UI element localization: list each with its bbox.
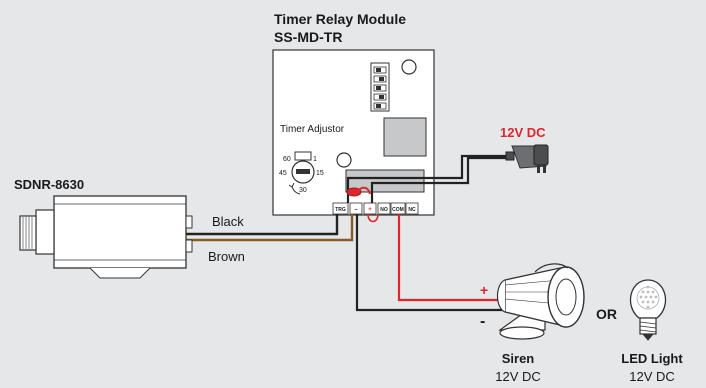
terminal-nc: NC (408, 207, 416, 213)
siren-voltage: 12V DC (495, 369, 541, 384)
black-wire-label: Black (212, 214, 244, 229)
power-label: 12V DC (500, 125, 546, 140)
dial-mark-60: 60 (283, 156, 291, 163)
terminal-trg: TRG (335, 207, 346, 213)
power-wire-negative (346, 154, 506, 203)
led-voltage: 12V DC (629, 369, 675, 384)
timer-adjustor-label: Timer Adjustor (280, 124, 345, 135)
jumper-wire (355, 186, 371, 195)
siren-negative-wire (355, 214, 503, 312)
mounting-hole (336, 152, 352, 168)
brown-wire (186, 214, 354, 242)
controller-chip (345, 169, 425, 193)
module-model: SS-MD-TR (274, 29, 342, 45)
power-wire-positive (370, 156, 506, 203)
module-title: Timer Relay Module (274, 11, 406, 27)
camera-model: SDNR-8630 (14, 177, 84, 192)
siren-positive-wire (397, 214, 503, 302)
terminal-com: COM (392, 207, 404, 213)
terminal-block: TRG – + NO COM NC (332, 202, 419, 215)
black-wire (186, 214, 339, 236)
dial-mark-15: 15 (316, 170, 324, 177)
terminal-no: NO (380, 207, 388, 213)
led-name: LED Light (621, 351, 683, 366)
dial-mark-30: 30 (299, 187, 307, 194)
timer-relay-module: Timer Adjustor 60 1 45 15 30 TRG – + NO (272, 49, 435, 216)
siren (496, 263, 585, 340)
or-label: OR (596, 306, 617, 322)
siren-minus-sign: - (480, 313, 485, 330)
dip-switch (370, 62, 390, 112)
mounting-hole (401, 59, 417, 75)
siren-plus-sign: + (480, 282, 488, 298)
led-bulb-icon (629, 279, 667, 341)
power-adapter (505, 144, 549, 173)
brown-wire-label: Brown (208, 249, 245, 264)
terminal-minus: – (354, 207, 358, 213)
terminal-plus: + (368, 207, 372, 213)
camera (19, 195, 193, 279)
timer-dial: 60 1 45 15 30 (279, 151, 324, 195)
jumper-loop (367, 213, 379, 223)
dial-mark-45: 45 (279, 170, 287, 177)
siren-name: Siren (502, 351, 535, 366)
relay-component (383, 117, 427, 157)
dial-mark-1: 1 (313, 156, 317, 163)
